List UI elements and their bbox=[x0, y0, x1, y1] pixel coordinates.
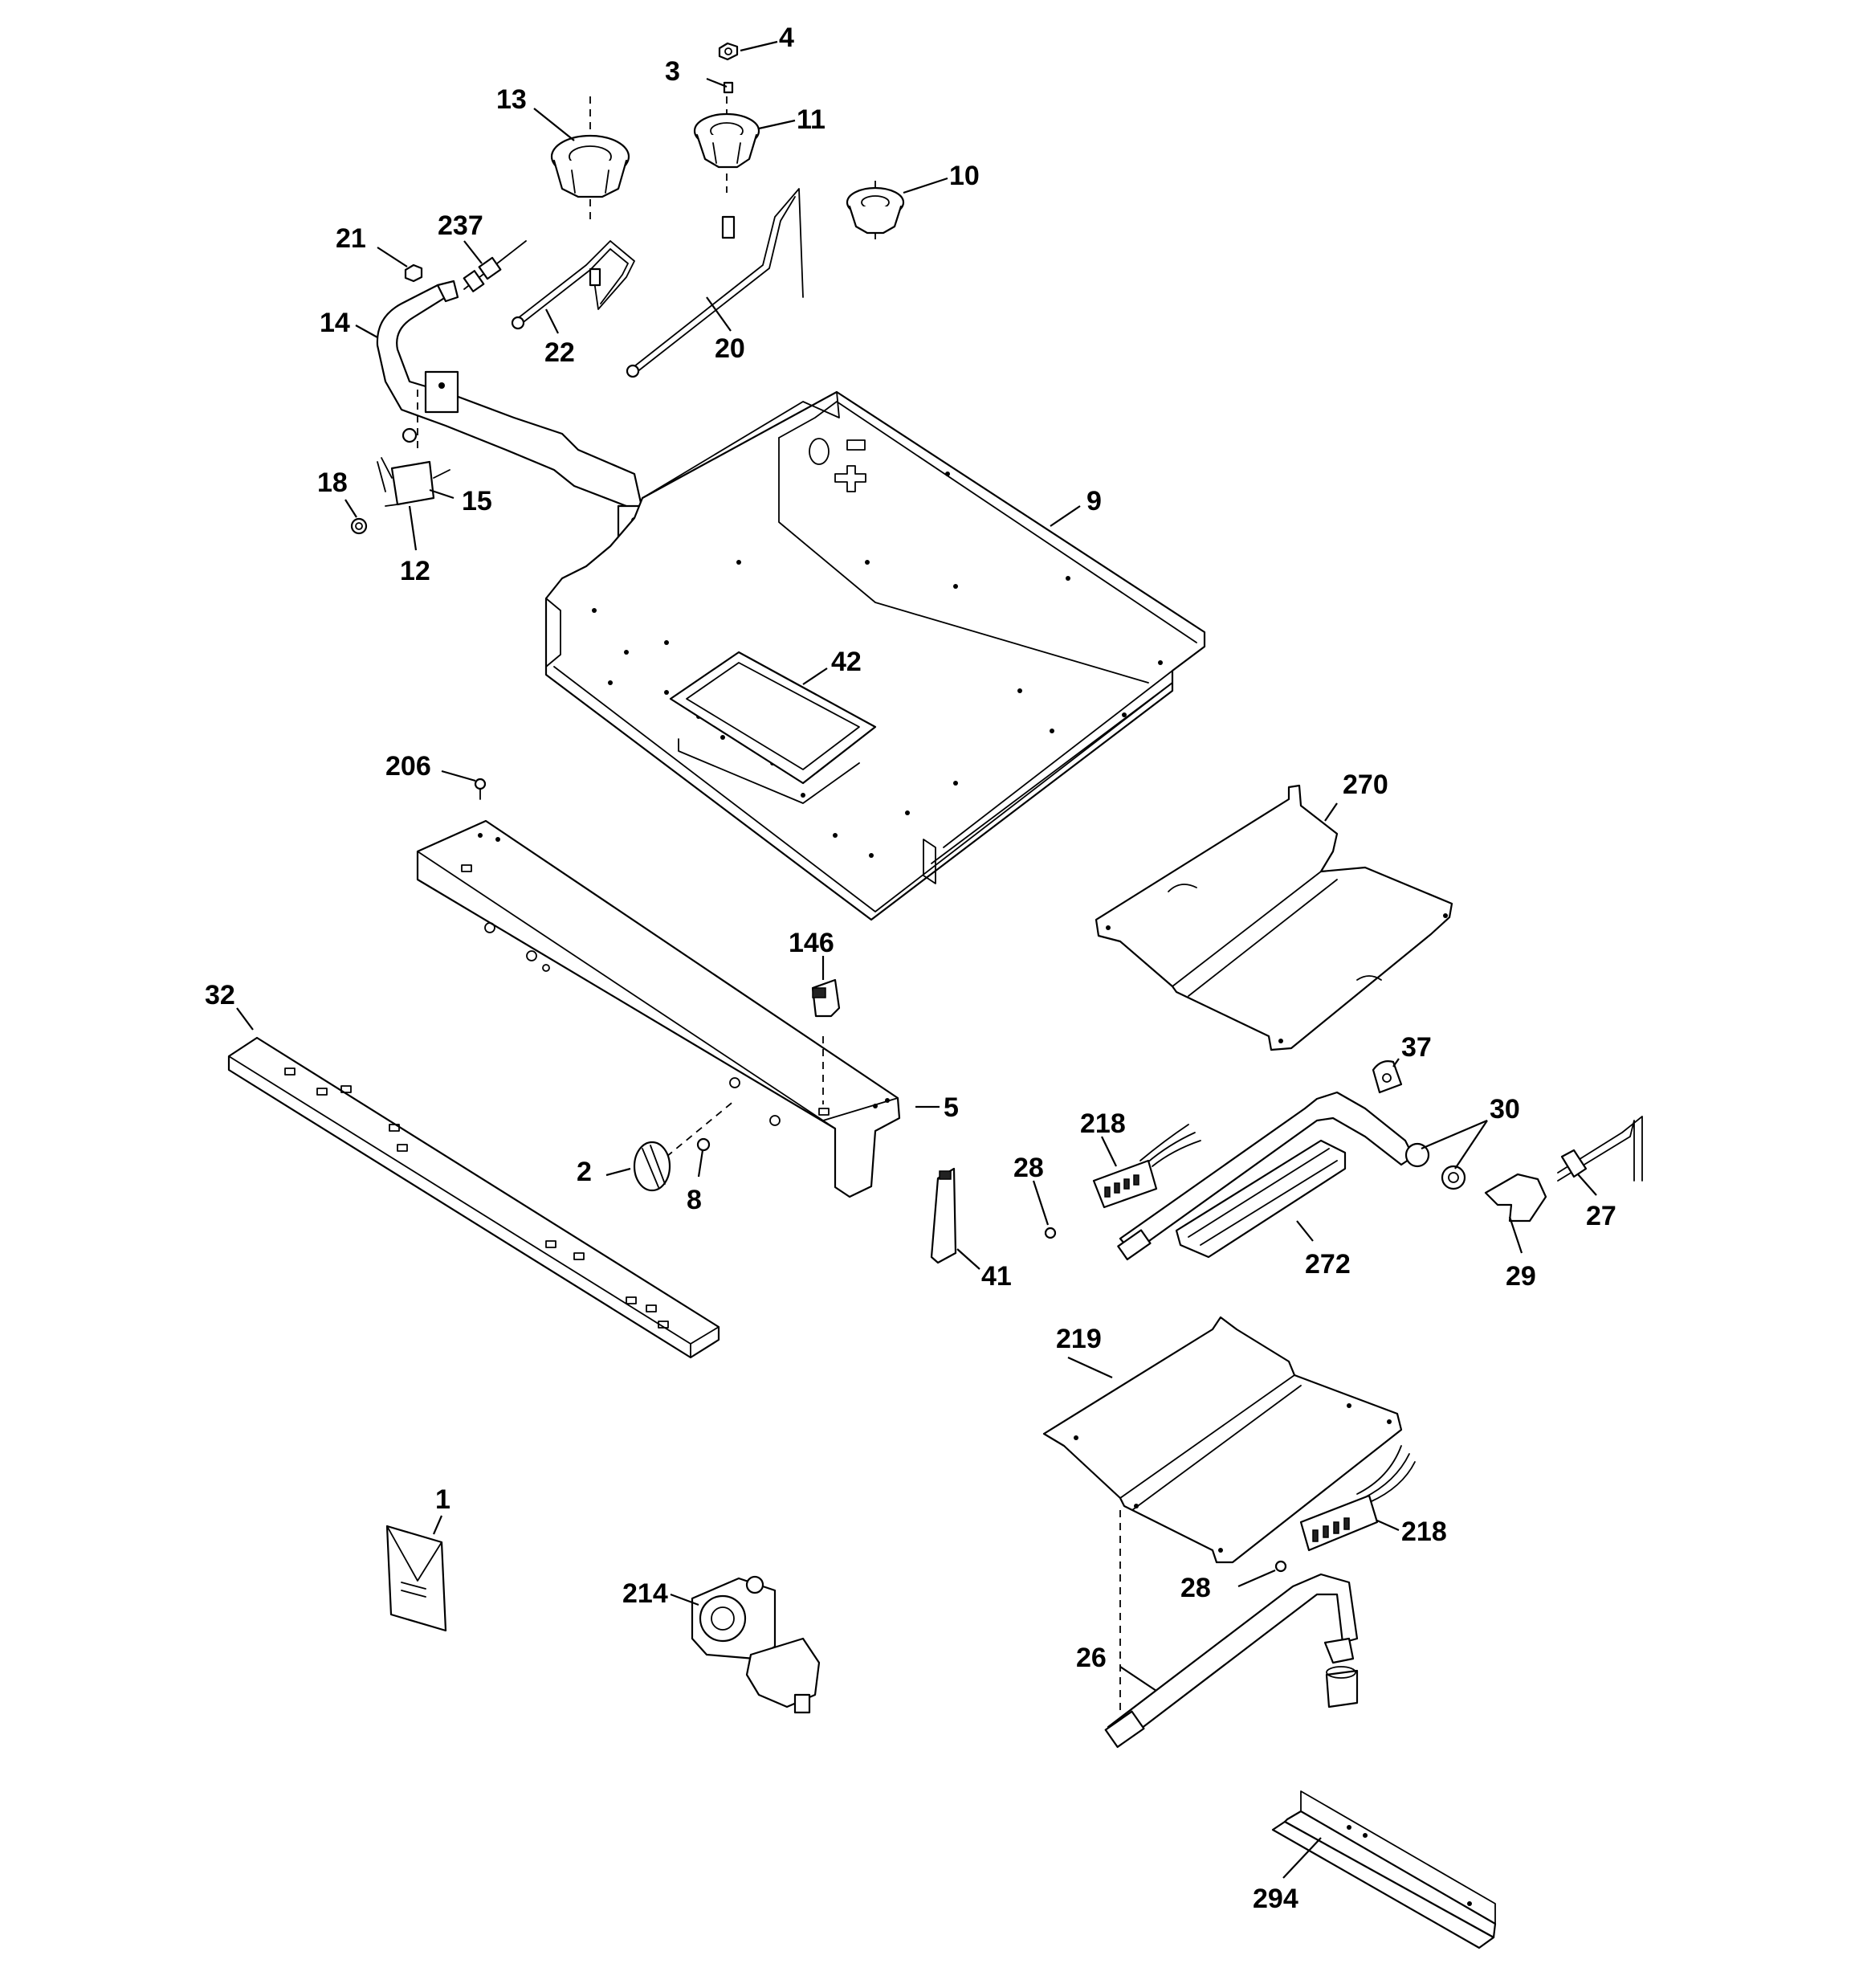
tube-22 bbox=[511, 240, 635, 330]
orifice-fitting-237 bbox=[463, 240, 527, 292]
callout-1: 1 bbox=[435, 1484, 450, 1515]
callout-5: 5 bbox=[944, 1092, 959, 1123]
bracket-37 bbox=[1372, 1060, 1403, 1094]
callout-146: 146 bbox=[789, 928, 834, 958]
callout-28-lower: 28 bbox=[1180, 1573, 1211, 1603]
callout-27: 27 bbox=[1586, 1201, 1616, 1231]
callout-10: 10 bbox=[949, 161, 980, 191]
callout-9: 9 bbox=[1086, 486, 1102, 516]
callout-42: 42 bbox=[831, 647, 862, 677]
burner-tube-26 bbox=[1104, 1510, 1359, 1749]
elbow-29 bbox=[1484, 1173, 1547, 1223]
callout-30: 30 bbox=[1490, 1094, 1520, 1125]
shield-270 bbox=[1095, 784, 1453, 1051]
callout-2: 2 bbox=[577, 1157, 592, 1187]
callout-4: 4 bbox=[779, 22, 794, 53]
callout-labels: 4 3 13 11 10 21 237 14 22 20 18 15 12 9 … bbox=[205, 22, 1616, 1914]
cover-42 bbox=[669, 651, 877, 804]
screw-8 bbox=[696, 1137, 711, 1152]
callout-12: 12 bbox=[400, 556, 430, 586]
valve-12 bbox=[377, 427, 450, 507]
callout-214: 214 bbox=[622, 1578, 668, 1609]
screw-21 bbox=[404, 263, 423, 283]
callout-26: 26 bbox=[1076, 1643, 1107, 1673]
shield-219 bbox=[1042, 1316, 1403, 1564]
callout-15: 15 bbox=[462, 486, 492, 516]
igniter-218-lower bbox=[1299, 1445, 1416, 1552]
callout-32: 32 bbox=[205, 980, 235, 1010]
cover-41 bbox=[930, 1167, 957, 1264]
callout-206: 206 bbox=[385, 751, 431, 782]
callout-218-upper: 218 bbox=[1080, 1108, 1126, 1139]
panel-32 bbox=[227, 1036, 720, 1359]
regulator-214 bbox=[691, 1575, 821, 1714]
tube-20 bbox=[626, 188, 804, 378]
callout-41: 41 bbox=[981, 1261, 1012, 1292]
screw-28-upper bbox=[1032, 1180, 1057, 1239]
leader-lines bbox=[236, 40, 1597, 1879]
burner-tube-upper bbox=[1117, 1091, 1466, 1261]
screw-3 bbox=[723, 81, 734, 94]
nut-18 bbox=[350, 517, 368, 535]
callout-28-upper: 28 bbox=[1013, 1153, 1044, 1183]
manifold-panel-5 bbox=[416, 819, 901, 1198]
burner-272 bbox=[1175, 1139, 1347, 1259]
igniter-218-upper bbox=[1092, 1124, 1201, 1209]
bracket-294 bbox=[1271, 1790, 1497, 1949]
callout-8: 8 bbox=[687, 1185, 702, 1215]
callout-21: 21 bbox=[336, 223, 366, 254]
screw-206 bbox=[474, 778, 487, 800]
callout-237: 237 bbox=[438, 210, 483, 241]
fitting-27 bbox=[1557, 1116, 1643, 1182]
burner-head-11 bbox=[693, 96, 760, 193]
callout-14: 14 bbox=[320, 308, 350, 338]
callout-20: 20 bbox=[715, 333, 745, 364]
callout-18: 18 bbox=[317, 467, 348, 498]
callout-272: 272 bbox=[1305, 1249, 1351, 1280]
callout-37: 37 bbox=[1401, 1032, 1432, 1063]
callout-11: 11 bbox=[797, 104, 826, 135]
callout-22: 22 bbox=[544, 337, 575, 368]
callout-13: 13 bbox=[496, 84, 527, 115]
callout-219: 219 bbox=[1056, 1324, 1102, 1354]
clip-146 bbox=[811, 978, 841, 1104]
screw-28-lower bbox=[1274, 1560, 1287, 1573]
burner-head-10 bbox=[846, 181, 905, 245]
burner-head-13 bbox=[550, 96, 630, 221]
callout-218-lower: 218 bbox=[1401, 1517, 1447, 1547]
callout-3: 3 bbox=[665, 56, 680, 87]
nut-4 bbox=[718, 42, 739, 61]
knob-2 bbox=[633, 1100, 736, 1192]
burner-box-9 bbox=[544, 390, 1206, 921]
callout-29: 29 bbox=[1506, 1261, 1536, 1292]
callout-270: 270 bbox=[1343, 769, 1388, 800]
booklet-1 bbox=[385, 1525, 447, 1632]
callout-294: 294 bbox=[1253, 1884, 1298, 1914]
